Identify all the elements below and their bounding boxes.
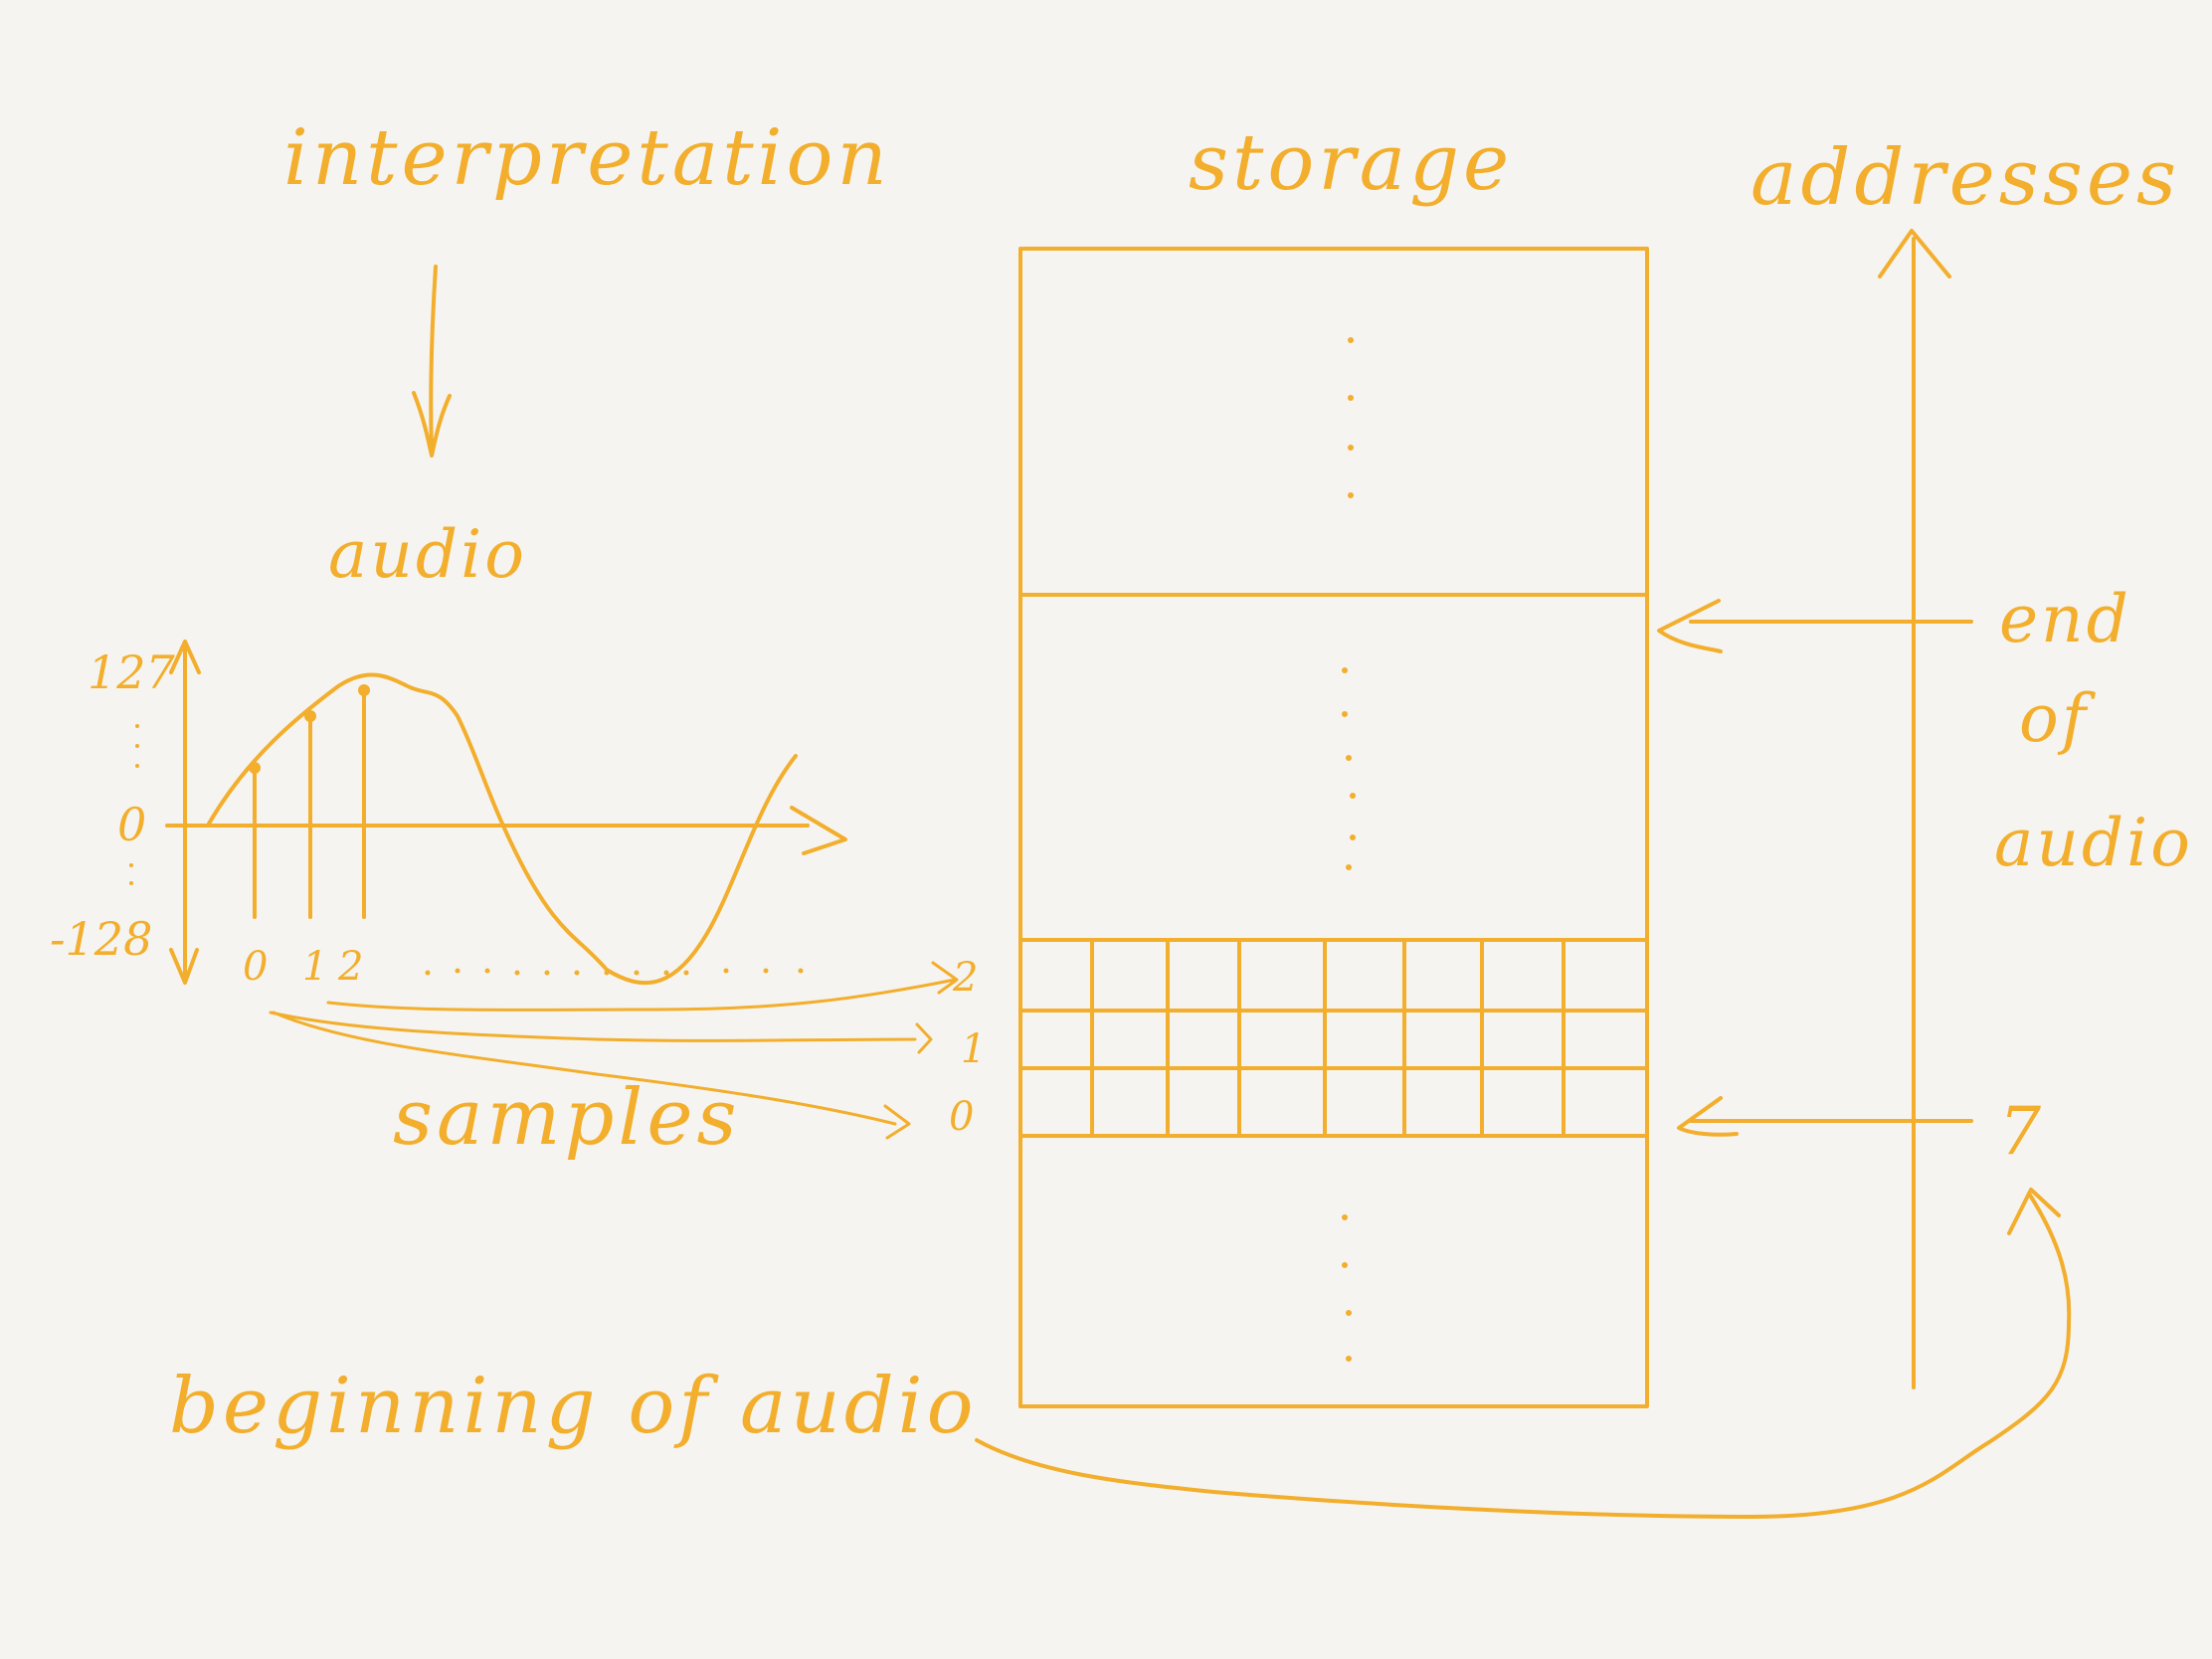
end-of-audio-label-line2: of [2019, 680, 2097, 757]
waveform-curve [207, 672, 798, 986]
row-2-label: 2 [952, 955, 978, 1001]
addresses-axis-line [1878, 229, 1951, 1389]
waveform-plot: 127 0 -128 0 1 2 [50, 640, 847, 990]
sample-point-0 [249, 762, 261, 774]
sample-point-2 [358, 684, 370, 696]
storage-ellipsis-middle [1342, 667, 1356, 870]
sample-0-arrow [272, 1011, 911, 1140]
y-dot [129, 863, 133, 867]
waveform-y-axis [169, 640, 201, 985]
sample-1-arrow [269, 1011, 933, 1054]
addresses-axis: addresses end of audio 7 [1657, 133, 2193, 1389]
interpretation-label: interpretation [283, 113, 891, 203]
waveform-x-axis [165, 806, 847, 855]
sample-index-0: 0 [243, 944, 268, 990]
end-of-audio-label-line1: end [1999, 581, 2131, 657]
sample-index-1: 1 [302, 944, 327, 990]
interpretation-to-audio-arrow [412, 265, 452, 458]
storage-ellipsis-bottom [1342, 1214, 1352, 1362]
y-dot [135, 764, 139, 768]
sample-2-arrow [326, 961, 959, 1012]
beginning-of-audio-label: beginning of audio [169, 1362, 978, 1451]
storage-label: storage [1189, 118, 1513, 208]
sample-index-2: 2 [337, 944, 363, 990]
storage-byte-columns [1090, 938, 1566, 1138]
address-value: 7 [1999, 1093, 2044, 1170]
audio-label: audio [328, 516, 527, 593]
sample-index-ellipsis [425, 968, 804, 976]
storage-block: storage [1018, 118, 1649, 1408]
y-min-label: -128 [50, 912, 152, 966]
y-zero-label: 0 [117, 798, 146, 851]
addresses-label: addresses [1751, 133, 2180, 223]
row-0-label: 0 [949, 1094, 974, 1140]
beginning-pointer [1677, 1096, 1973, 1137]
sample-point-1 [304, 710, 316, 722]
end-of-audio-label-line3: audio [1994, 805, 2193, 881]
row-1-label: 1 [961, 1026, 986, 1072]
y-dot [135, 744, 139, 748]
y-dot [129, 881, 133, 885]
y-dot [135, 724, 139, 728]
y-max-label: 127 [88, 645, 176, 699]
storage-outline [1018, 247, 1649, 1408]
beginning-of-audio-curve [975, 1188, 2072, 1519]
samples-label: samples [393, 1073, 741, 1163]
end-of-audio-pointer [1657, 599, 1973, 653]
storage-ellipsis-top [1348, 337, 1354, 498]
